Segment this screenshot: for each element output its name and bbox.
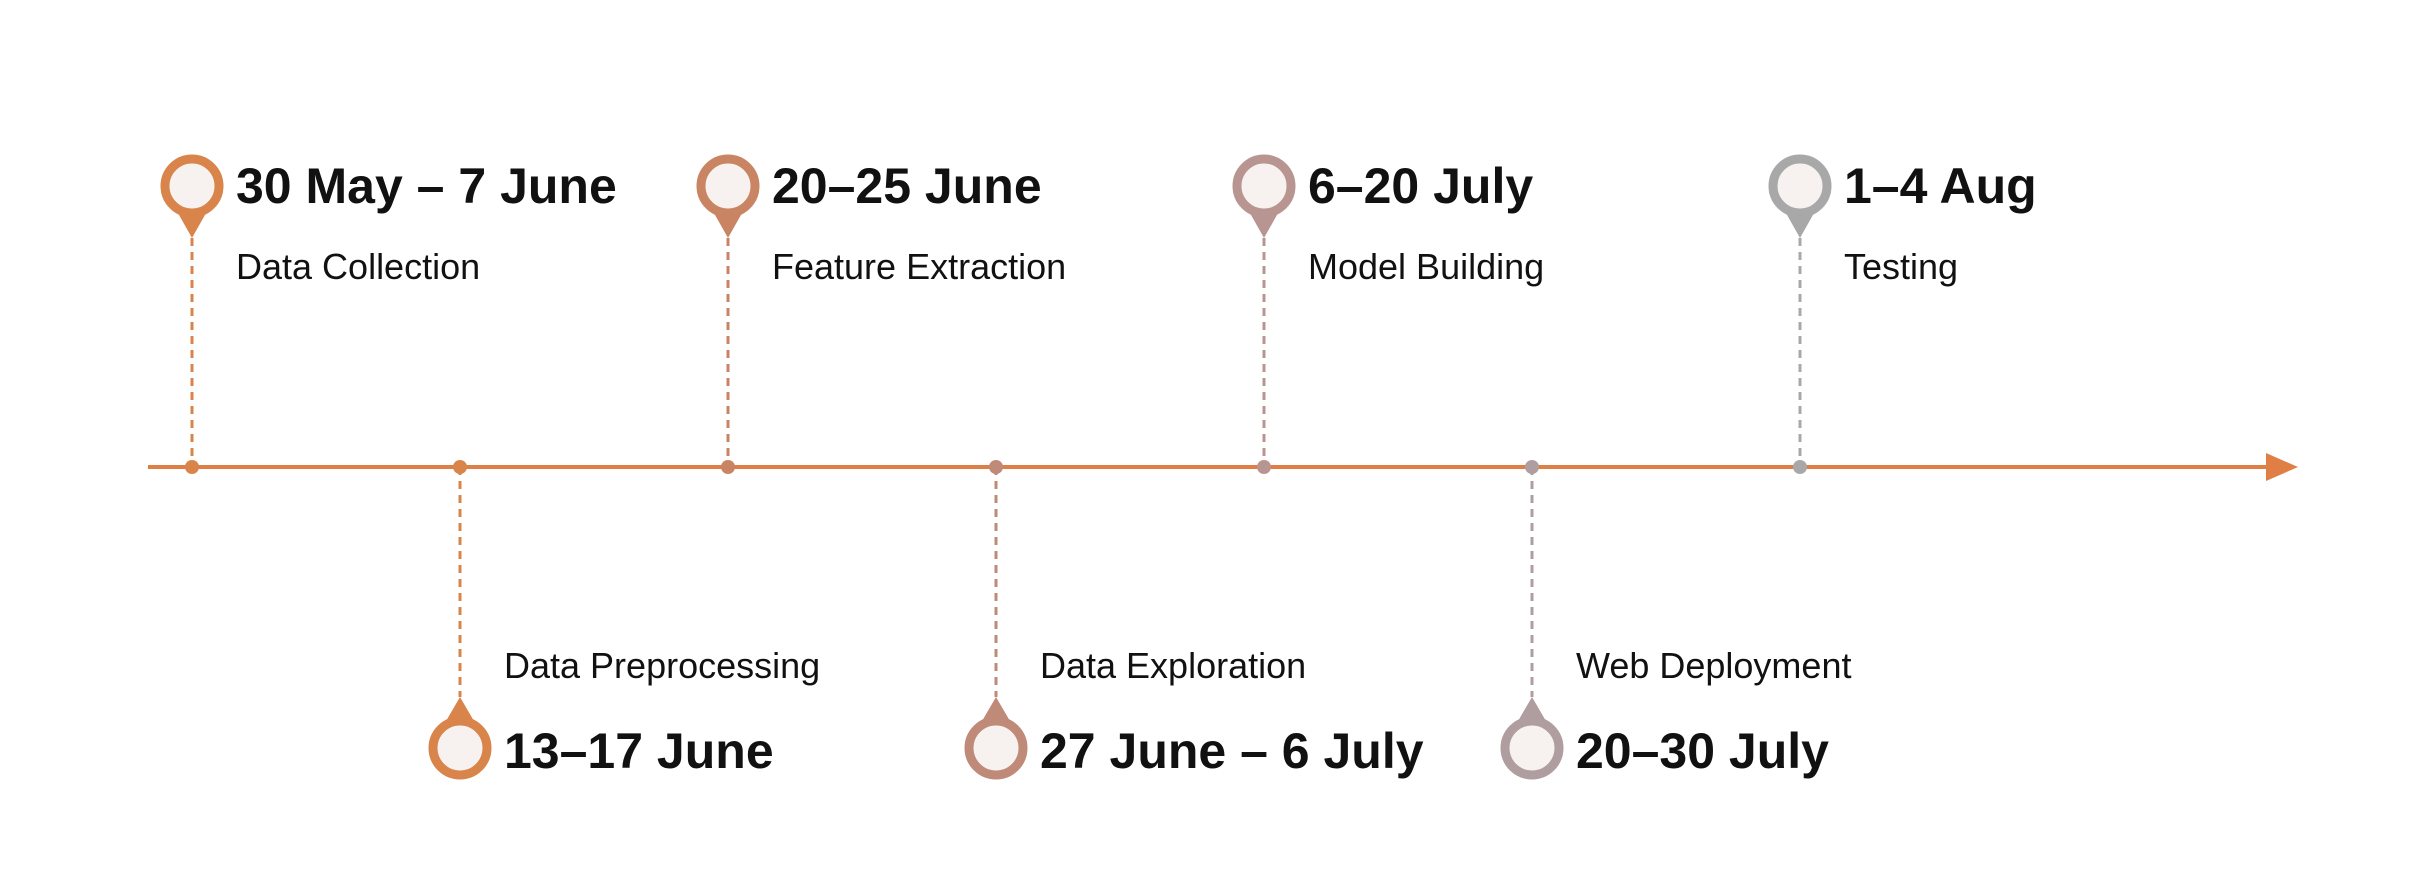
axis-dot	[989, 460, 1003, 474]
axis-dot	[453, 460, 467, 474]
axis-dot	[1257, 460, 1271, 474]
axis-dot	[1525, 460, 1539, 474]
milestone-label: Data Preprocessing	[504, 645, 820, 686]
map-pin-icon	[964, 716, 1028, 780]
milestone-4: 27 June – 6 July Data Exploration	[964, 460, 1424, 780]
milestone-2: 13–17 June Data Preprocessing	[428, 460, 820, 780]
axis-dot	[721, 460, 735, 474]
milestone-label: Data Collection	[236, 246, 480, 287]
milestone-label: Data Exploration	[1040, 645, 1306, 686]
milestone-date: 20–25 June	[772, 158, 1042, 214]
map-pin-icon	[1232, 154, 1296, 218]
milestone-label: Model Building	[1308, 246, 1544, 287]
milestone-date: 20–30 July	[1576, 723, 1829, 779]
milestone-label: Web Deployment	[1576, 645, 1851, 686]
axis-dot	[1793, 460, 1807, 474]
timeline-arrow-head	[2266, 453, 2298, 481]
map-pin-icon	[1768, 154, 1832, 218]
map-pin-icon	[428, 716, 492, 780]
milestone-date: 27 June – 6 July	[1040, 723, 1424, 779]
milestone-date: 13–17 June	[504, 723, 774, 779]
milestone-label: Feature Extraction	[772, 246, 1066, 287]
map-pin-icon	[160, 154, 224, 218]
map-pin-icon	[696, 154, 760, 218]
milestone-date: 30 May – 7 June	[236, 158, 617, 214]
milestone-6: 20–30 July Web Deployment	[1500, 460, 1851, 780]
milestone-date: 6–20 July	[1308, 158, 1533, 214]
axis-dot	[185, 460, 199, 474]
milestone-date: 1–4 Aug	[1844, 158, 2037, 214]
map-pin-icon	[1500, 716, 1564, 780]
milestone-label: Testing	[1844, 246, 1958, 287]
